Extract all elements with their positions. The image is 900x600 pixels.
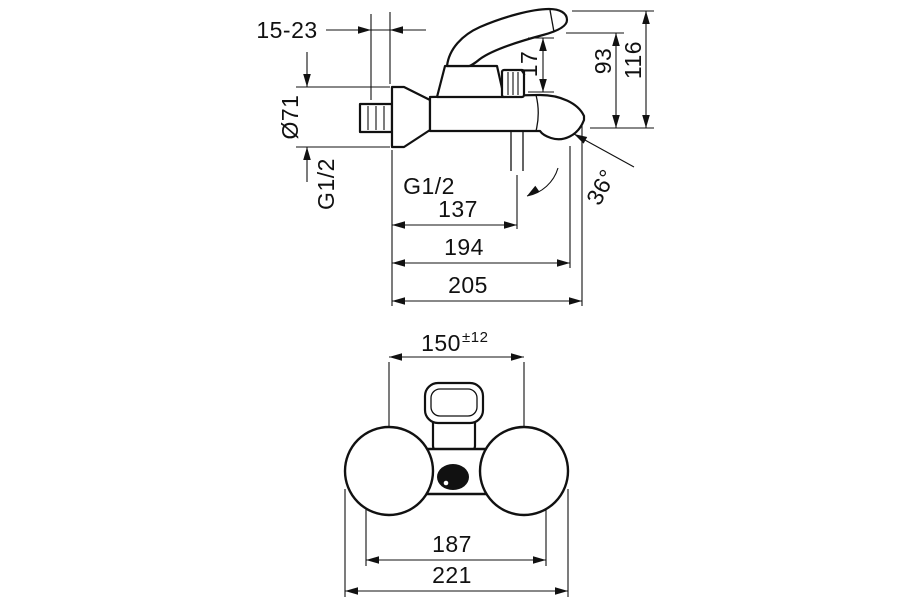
dim-spout-height-label: 93 <box>590 48 616 75</box>
lever-end-line <box>549 9 555 33</box>
arrowhead <box>504 221 517 229</box>
front-escutcheon-left <box>343 425 435 517</box>
arrowhead <box>642 115 650 128</box>
arrowhead <box>511 353 524 361</box>
arrowhead <box>533 556 546 564</box>
arrowhead <box>527 185 540 196</box>
dim-spout-projection-label: 194 <box>444 234 484 260</box>
arrowhead <box>539 79 547 92</box>
arrowhead <box>392 259 405 267</box>
front-handle-inner-line <box>430 388 478 417</box>
front-view: 150 ±12 187 221 <box>343 329 570 597</box>
arrowhead <box>303 74 311 87</box>
dim-spout-height: 93 <box>566 32 624 128</box>
arrowhead <box>574 134 588 144</box>
dim-connection-centers-label: 150 <box>421 330 461 356</box>
arrowhead <box>389 353 402 361</box>
dim-riser-offset-label: 17 <box>516 51 542 78</box>
arrowhead <box>303 147 311 160</box>
arrowhead <box>358 26 371 34</box>
dim-outlet-projection: 137 <box>392 175 518 229</box>
front-diverter-knob <box>437 464 469 490</box>
arrowhead <box>642 11 650 24</box>
side-view: 15-23 Ø71 G1/2 17 9 <box>256 7 654 306</box>
dim-overall-width-label: 221 <box>432 562 472 588</box>
front-escutcheon-right <box>478 425 570 517</box>
outlet-thread-label: G1/2 <box>403 173 455 199</box>
dim-riser-offset: 17 <box>516 37 554 93</box>
arrowhead <box>392 221 405 229</box>
arrowhead <box>612 115 620 128</box>
cartridge-base <box>435 64 506 99</box>
arrowhead <box>345 587 358 595</box>
arrowhead <box>555 587 568 595</box>
dim-wall-distance: 15-23 <box>256 12 426 100</box>
dim-spout-projection: 194 <box>392 146 571 268</box>
dim-overall-height-label: 116 <box>620 41 646 79</box>
arrowhead <box>366 556 379 564</box>
arrowhead <box>569 297 582 305</box>
dim-overall-height: 116 <box>572 10 654 129</box>
dim-overall-width: 221 <box>344 489 569 597</box>
dim-overall-projection-label: 205 <box>448 272 488 298</box>
arrowhead <box>390 26 403 34</box>
lever-handle <box>445 7 569 68</box>
dim-spout-angle-label: 36° <box>581 165 621 209</box>
dim-overall-projection: 205 <box>392 124 583 306</box>
arrowhead <box>539 38 547 51</box>
dim-connection-tolerance-label: ±12 <box>462 329 488 346</box>
arrowhead <box>392 297 405 305</box>
dim-spout-angle: 36° <box>526 133 635 209</box>
front-handle <box>423 381 485 425</box>
angle-arc <box>526 167 559 197</box>
dim-connection-centers: 150 ±12 <box>388 329 525 426</box>
spout-joint-line <box>535 94 539 132</box>
dim-union-width-label: 187 <box>432 531 472 557</box>
arrowhead <box>612 33 620 46</box>
dim-wall-distance-label: 15-23 <box>256 17 317 43</box>
front-diverter-highlight <box>443 480 449 486</box>
dim-union-width: 187 <box>365 509 547 566</box>
arrowhead <box>557 259 570 267</box>
escutcheon-flange <box>390 85 432 149</box>
mixer-body-spout <box>428 93 586 141</box>
dim-escutcheon-diameter: Ø71 <box>277 52 390 182</box>
dim-outlet-projection-label: 137 <box>438 196 478 222</box>
wall-thread-label: G1/2 <box>313 158 339 210</box>
dim-escutcheon-diameter-label: Ø71 <box>277 95 303 140</box>
